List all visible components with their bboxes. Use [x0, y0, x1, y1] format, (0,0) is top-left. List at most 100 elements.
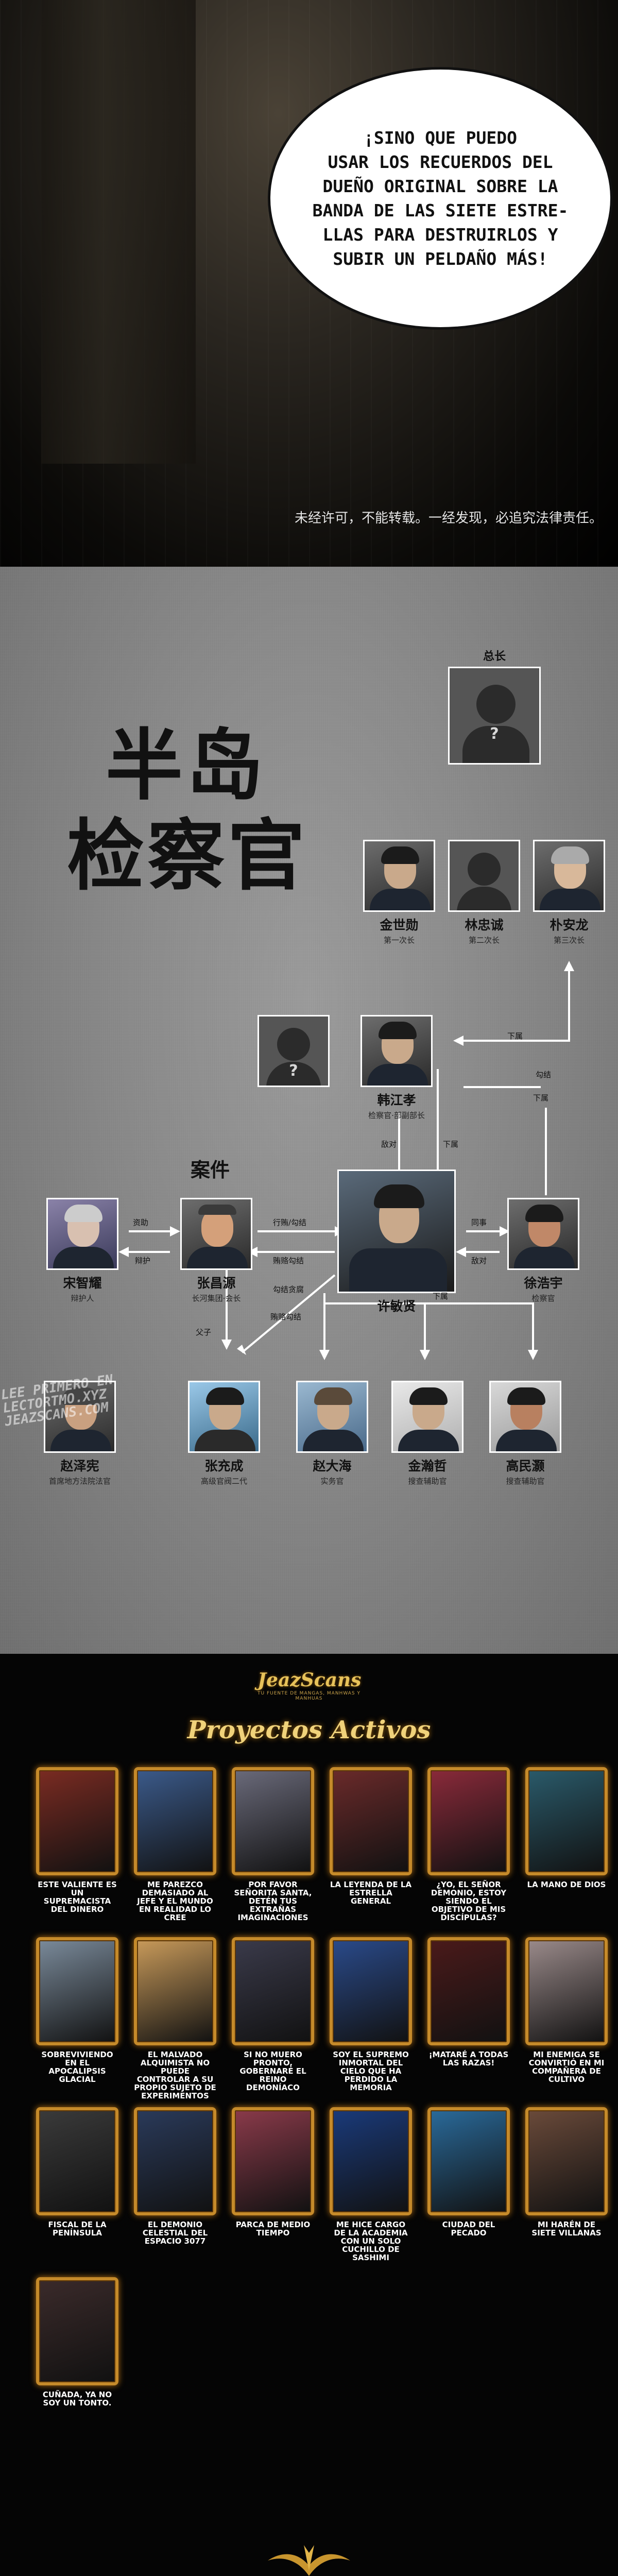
project-title[interactable]: ME PAREZCO DEMASIADO AL JEFE Y EL MUNDO …	[137, 1880, 213, 1922]
node-unknown-mid: ?	[255, 1015, 332, 1087]
brand-name: JeazScans	[258, 1669, 362, 1691]
role-third-deputy: 第三次长	[553, 936, 585, 945]
project-title[interactable]: CUÑADA, YA NO SOY UN TONTO.	[42, 2390, 112, 2408]
project-cover[interactable]	[525, 1767, 608, 1875]
node-xu-protagonist: 许敏贤	[335, 1170, 458, 1315]
edge-label: 父子	[196, 1328, 212, 1337]
node-first-deputy: 金世勋 第一次长	[358, 840, 440, 945]
edge-label: 行贿/勾结	[273, 1218, 307, 1227]
node-chief-role: 总长	[483, 650, 506, 663]
node-han: 韩江孝 检察官·部副部长	[355, 1015, 438, 1121]
edge-label: 下属	[507, 1031, 523, 1041]
project-card[interactable]: SOY EL SUPREMO INMORTAL DEL CIELO QUE HA…	[330, 1937, 412, 2092]
project-card[interactable]: CIUDAD DEL PECADO	[427, 2107, 510, 2237]
name-zhang-chongcheng: 张充成	[204, 1459, 244, 1473]
project-title[interactable]: SOBREVIVIENDO EN EL APOCALIPSIS GLACIAL	[41, 2050, 113, 2084]
project-card[interactable]: EL DEMONIO CELESTIAL DEL ESPACIO 3077	[134, 2107, 216, 2245]
project-cover[interactable]	[525, 1937, 608, 2045]
chart-title-line2: 检察官	[67, 810, 308, 901]
chart-title-line1: 半岛	[106, 720, 267, 811]
portrait-xu-protagonist	[337, 1170, 456, 1293]
decorative-flourish-icon	[268, 2545, 350, 2576]
project-card[interactable]: ME PAREZCO DEMASIADO AL JEFE Y EL MUNDO …	[134, 1767, 216, 1922]
role-zhang-changyuan: 长河集团·会长	[192, 1294, 241, 1303]
portrait-zhao-dahai	[296, 1381, 368, 1453]
project-card[interactable]: SI NO MUERO PRONTO, GOBERNARÉ EL REINO D…	[232, 1937, 314, 2092]
edge-label: 同事	[471, 1218, 487, 1227]
project-cover[interactable]	[330, 2107, 412, 2215]
brand-logo: JeazScans TU FUENTE DE MANGAS, MANHWAS Y…	[258, 1669, 362, 1701]
project-cover[interactable]	[427, 1767, 510, 1875]
project-title[interactable]: EL MALVADO ALQUIMISTA NO PUEDE CONTROLAR…	[134, 2050, 216, 2100]
edge-label: 贿赂勾结	[273, 1256, 304, 1265]
project-cover[interactable]	[134, 1937, 216, 2045]
role-song: 辩护人	[71, 1294, 94, 1303]
project-cover[interactable]	[134, 1767, 216, 1875]
project-card[interactable]: ME HICE CARGO DE LA ACADEMIA CON UN SOLO…	[330, 2107, 412, 2262]
project-title[interactable]: SOY EL SUPREMO INMORTAL DEL CIELO QUE HA…	[333, 2050, 409, 2092]
project-card[interactable]: FISCAL DE LA PENÍNSULA	[36, 2107, 118, 2237]
project-card[interactable]: PARCA DE MEDIO TIEMPO	[232, 2107, 314, 2237]
project-title[interactable]: FISCAL DE LA PENÍNSULA	[48, 2220, 107, 2238]
project-card[interactable]: ¡MATARÉ A TODAS LAS RAZAS!	[427, 1937, 510, 2067]
project-cover[interactable]	[36, 1937, 118, 2045]
name-xu-protagonist: 许敏贤	[377, 1299, 416, 1314]
project-title[interactable]: POR FAVOR SEÑORITA SANTA, DETÉN TUS EXTR…	[234, 1880, 312, 1922]
project-title[interactable]: ME HICE CARGO DE LA ACADEMIA CON UN SOLO…	[334, 2220, 408, 2262]
project-cover[interactable]	[232, 1937, 314, 2045]
project-cover[interactable]	[427, 2107, 510, 2215]
case-label: 案件	[191, 1158, 230, 1181]
project-cover[interactable]	[330, 1937, 412, 2045]
edge-label: 敌对	[381, 1140, 397, 1149]
portrait-third-deputy	[533, 840, 605, 912]
node-zhang-changyuan: 张昌源 长河集团·会长	[175, 1198, 258, 1303]
project-title[interactable]: MI ENEMIGA SE CONVIRTIÓ EN MI COMPAÑERA …	[528, 2050, 605, 2084]
project-cover[interactable]	[36, 2277, 118, 2385]
project-card[interactable]: CUÑADA, YA NO SOY UN TONTO.	[36, 2277, 118, 2407]
project-title[interactable]: LA MANO DE DIOS	[527, 1880, 606, 1889]
edge-label: 下属	[433, 1292, 449, 1301]
role-gao-minhao: 搜查辅助官	[506, 1477, 545, 1486]
project-title[interactable]: CIUDAD DEL PECADO	[442, 2220, 495, 2238]
node-jin-hanzhe: 金瀚哲 搜查辅助官	[386, 1381, 469, 1486]
project-title[interactable]: MI HARÉN DE SIETE VILLANAS	[531, 2220, 602, 2238]
project-card[interactable]: LA MANO DE DIOS	[525, 1767, 608, 1889]
node-zhang-chongcheng: 张充成 高级官阀二代	[183, 1381, 265, 1486]
copyright-notice: 未经许可，不能转载。一经发现，必追究法律责任。	[294, 511, 603, 526]
node-second-deputy: 林忠诚 第二次长	[443, 840, 525, 945]
project-card[interactable]: ¿YO, EL SEÑOR DEMONIO, ESTOY SIENDO EL O…	[427, 1767, 510, 1922]
project-card[interactable]: SOBREVIVIENDO EN EL APOCALIPSIS GLACIAL	[36, 1937, 118, 2083]
project-card[interactable]: ESTE VALIENTE ES UN SUPREMACISTA DEL DIN…	[36, 1767, 118, 1913]
project-title[interactable]: PARCA DE MEDIO TIEMPO	[235, 2220, 311, 2238]
portrait-song	[46, 1198, 118, 1270]
project-cover[interactable]	[525, 2107, 608, 2215]
project-cover[interactable]	[134, 2107, 216, 2215]
edge-label: 勾结	[536, 1070, 552, 1079]
portrait-xu-haoyu	[507, 1198, 579, 1270]
node-chief: 总长 ?	[443, 644, 546, 765]
role-second-deputy: 第二次长	[468, 936, 500, 945]
project-card[interactable]: EL MALVADO ALQUIMISTA NO PUEDE CONTROLAR…	[134, 1937, 216, 2100]
node-zhao-dahai: 赵大海 实务官	[291, 1381, 373, 1486]
project-cover[interactable]	[232, 1767, 314, 1875]
project-title[interactable]: EL DEMONIO CELESTIAL DEL ESPACIO 3077	[142, 2220, 208, 2246]
project-cover[interactable]	[330, 1767, 412, 1875]
project-card[interactable]: MI ENEMIGA SE CONVIRTIÓ EN MI COMPAÑERA …	[525, 1937, 608, 2083]
brand-tagline: TU FUENTE DE MANGAS, MANHWAS Y MANHUAS	[258, 1691, 360, 1701]
relationship-lines	[118, 961, 574, 1360]
project-card[interactable]: LA LEYENDA DE LA ESTRELLA GENERAL	[330, 1767, 412, 1905]
project-title[interactable]: SI NO MUERO PRONTO, GOBERNARÉ EL REINO D…	[239, 2050, 306, 2092]
project-title[interactable]: ESTE VALIENTE ES UN SUPREMACISTA DEL DIN…	[38, 1880, 117, 1914]
project-cover[interactable]	[427, 1937, 510, 2045]
project-card[interactable]: MI HARÉN DE SIETE VILLANAS	[525, 2107, 608, 2237]
project-title[interactable]: ¿YO, EL SEÑOR DEMONIO, ESTOY SIENDO EL O…	[431, 1880, 507, 1922]
edge-label: 下属	[533, 1093, 549, 1103]
project-title[interactable]: LA LEYENDA DE LA ESTRELLA GENERAL	[330, 1880, 412, 1906]
project-title[interactable]: ¡MATARÉ A TODAS LAS RAZAS!	[428, 2050, 509, 2067]
project-card[interactable]: POR FAVOR SEÑORITA SANTA, DETÉN TUS EXTR…	[232, 1767, 314, 1922]
project-cover[interactable]	[36, 2107, 118, 2215]
unknown-portrait-icon: ?	[258, 1015, 330, 1087]
background-door	[41, 0, 196, 464]
project-cover[interactable]	[36, 1767, 118, 1875]
project-cover[interactable]	[232, 2107, 314, 2215]
